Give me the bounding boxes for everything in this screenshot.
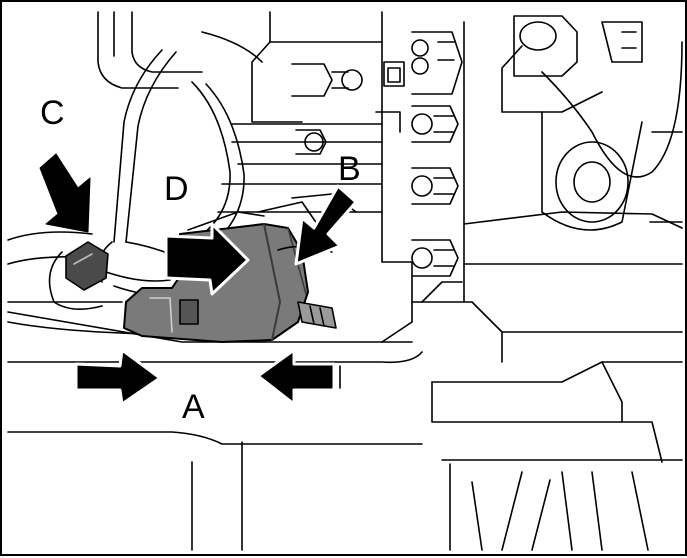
bolt-mid <box>295 129 327 155</box>
upper-right-component <box>501 15 683 231</box>
callout-a: A <box>182 388 205 426</box>
arrow-a-right <box>256 348 341 406</box>
arrow-b <box>294 184 358 266</box>
callout-d: D <box>164 170 189 208</box>
arrow-a-left <box>74 348 162 406</box>
lower-body <box>7 281 683 551</box>
right-panel <box>411 211 683 463</box>
connector-c <box>65 241 109 291</box>
relay-block <box>217 11 413 343</box>
stud-column <box>411 21 465 303</box>
callout-b: B <box>338 150 361 188</box>
arrow-c <box>39 153 91 233</box>
callout-c: C <box>40 94 65 132</box>
arrow-d <box>164 222 250 296</box>
bolt-upper <box>291 63 363 97</box>
housing-left <box>7 11 203 335</box>
